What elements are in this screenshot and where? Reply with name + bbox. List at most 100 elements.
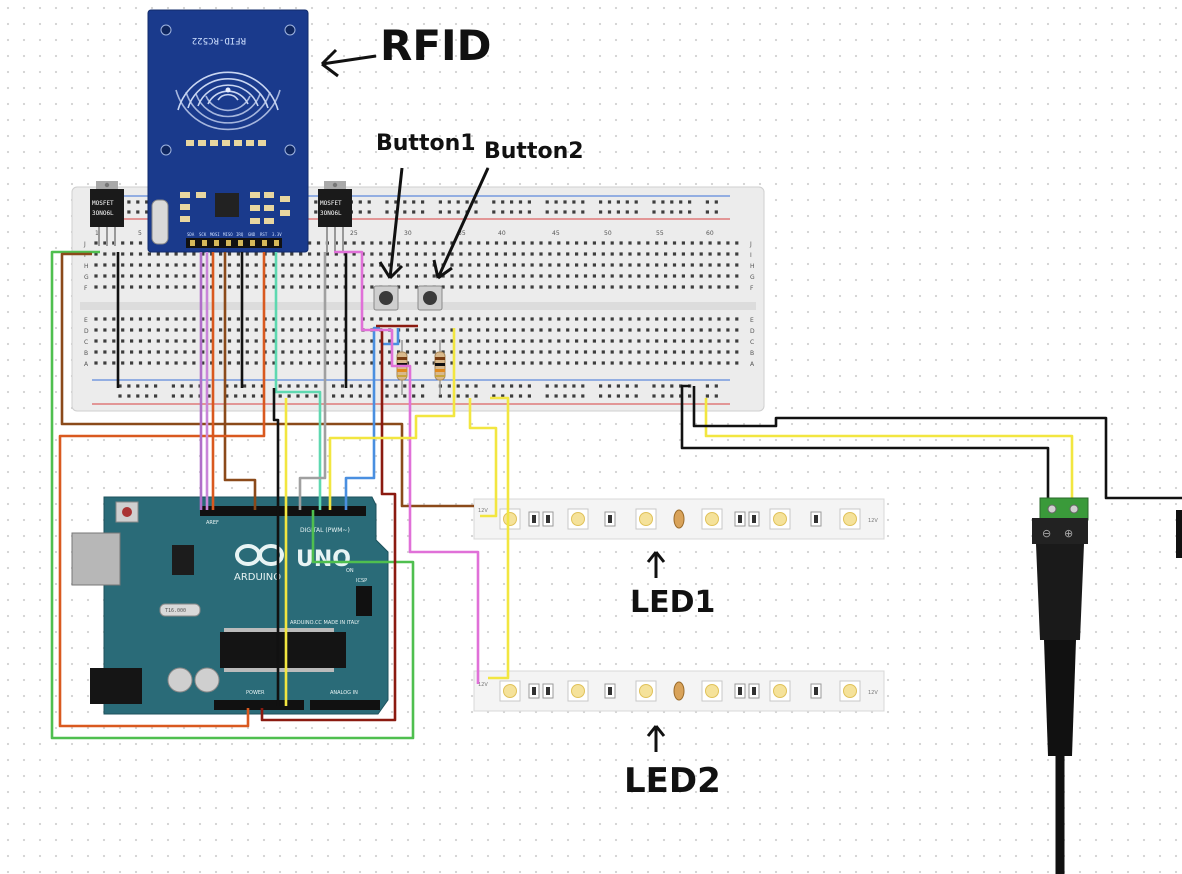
breadboard-hole [468, 339, 472, 343]
breadboard-hole [281, 350, 285, 354]
breadboard-hole [592, 328, 596, 332]
breadboard-hole [486, 241, 490, 245]
breadboard-hole [299, 339, 303, 343]
breadboard-hole [325, 361, 329, 365]
breadboard-hole [486, 339, 490, 343]
led-strip-2: 12V 12V [473, 670, 885, 712]
rail-hole [607, 394, 612, 398]
rail-hole [456, 200, 460, 204]
breadboard-hole [601, 339, 605, 343]
breadboard-hole [112, 350, 116, 354]
usb-chip [172, 545, 194, 575]
rail-hole [367, 200, 371, 204]
breadboard-hole [717, 263, 721, 267]
breadboard-hole [646, 328, 650, 332]
breadboard-hole [575, 274, 579, 278]
breadboard-hole [468, 274, 472, 278]
breadboard-hole [112, 274, 116, 278]
breadboard-hole [156, 274, 160, 278]
breadboard-hole [690, 274, 694, 278]
strip-voltage-label: 12V [478, 682, 488, 688]
breadboard-hole [601, 317, 605, 321]
breadboard-hole [726, 317, 730, 321]
breadboard-hole [192, 263, 196, 267]
breadboard-hole [334, 339, 338, 343]
breadboard-hole [726, 252, 730, 256]
breadboard-hole [575, 241, 579, 245]
rail-hole [465, 384, 469, 388]
breadboard-hole [138, 241, 143, 245]
breadboard-hole [530, 328, 534, 332]
rail-hole [314, 210, 318, 214]
breadboard-hole [655, 339, 659, 343]
breadboard-hole [628, 350, 632, 354]
led-resistor [532, 687, 536, 695]
button-cap[interactable] [379, 291, 393, 305]
jack-body [1036, 544, 1084, 640]
breadboard-hole [281, 317, 285, 321]
breadboard-hole [405, 317, 410, 321]
breadboard-hole [494, 361, 499, 365]
row-letter: A [84, 361, 89, 368]
breadboard-hole [316, 361, 321, 365]
breadboard-hole [201, 317, 205, 321]
breadboard-hole [183, 252, 187, 256]
breadboard-hole [343, 241, 347, 245]
breadboard-hole [432, 339, 436, 343]
breadboard-hole [628, 339, 632, 343]
rail-hole [527, 210, 531, 214]
rail-hole [616, 200, 620, 204]
breadboard-hole [655, 350, 659, 354]
breadboard-hole [432, 350, 436, 354]
breadboard-hole [245, 339, 249, 343]
strip-voltage-label: 12V [868, 518, 878, 524]
column-number: 35 [458, 230, 466, 237]
breadboard-hole [539, 350, 543, 354]
breadboard-hole [557, 274, 561, 278]
breadboard-hole [299, 317, 303, 321]
breadboard-hole [290, 361, 294, 365]
breadboard-hole [352, 350, 356, 354]
rail-hole [510, 394, 514, 398]
breadboard-hole [717, 339, 721, 343]
breadboard-hole [183, 274, 187, 278]
breadboard-hole [459, 263, 463, 267]
rfid-pin-label: SDA [187, 232, 195, 237]
breadboard-hole [646, 274, 650, 278]
breadboard-hole [521, 274, 525, 278]
push-button-1[interactable] [373, 285, 399, 311]
breadboard-hole [147, 328, 151, 332]
push-button-2[interactable] [417, 285, 443, 311]
breadboard-hole [637, 361, 641, 365]
breadboard-hole [539, 285, 543, 289]
breadboard-hole [592, 263, 596, 267]
wire-blue [344, 326, 380, 510]
breadboard-hole [664, 317, 668, 321]
breadboard-hole [192, 339, 196, 343]
breadboard-hole [450, 274, 454, 278]
breadboard-hole [459, 285, 463, 289]
breadboard-hole [664, 263, 668, 267]
plus-symbol: ⊕ [1064, 527, 1073, 540]
button-cap[interactable] [423, 291, 437, 305]
breadboard-hole [575, 263, 579, 267]
reset-button-cap[interactable] [122, 507, 132, 517]
breadboard-hole [201, 361, 205, 365]
breadboard-hole [112, 263, 116, 267]
breadboard-hole [557, 241, 561, 245]
breadboard-hole [610, 241, 614, 245]
breadboard-hole [557, 339, 561, 343]
breadboard-hole [290, 285, 294, 289]
breadboard-hole [334, 317, 338, 321]
breadboard-hole [316, 241, 321, 245]
breadboard-hole [254, 328, 258, 332]
breadboard-hole [610, 317, 614, 321]
breadboard-hole [334, 350, 338, 354]
rail-hole [545, 210, 549, 214]
breadboard-hole [575, 350, 579, 354]
breadboard-hole [165, 361, 169, 365]
rfid-pin-label: SCK [199, 232, 207, 237]
breadboard-hole [423, 350, 427, 354]
breadboard-hole [138, 339, 143, 343]
row-letter: E [750, 317, 754, 324]
